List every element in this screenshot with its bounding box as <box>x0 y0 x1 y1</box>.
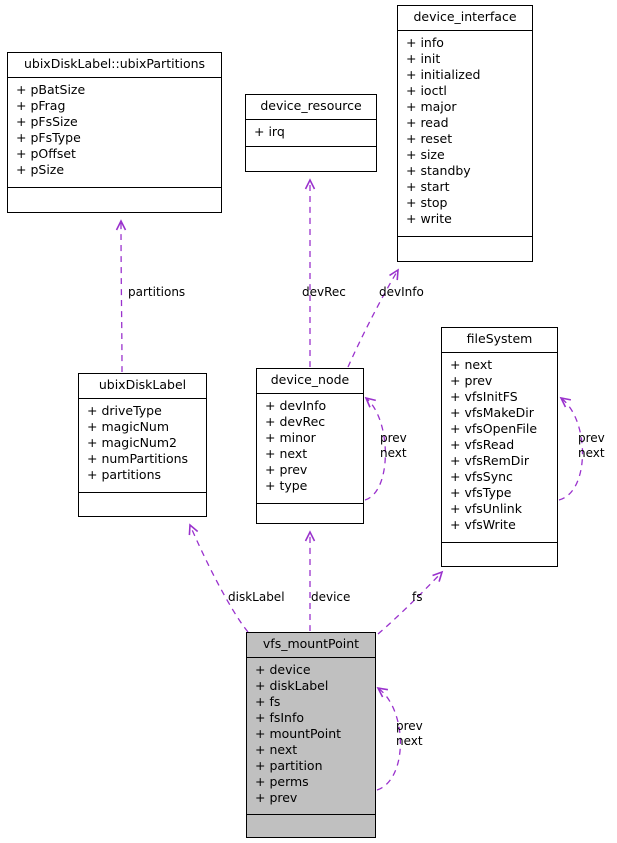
edge-label-device: device <box>311 590 351 604</box>
member-row: + pSize <box>16 161 65 177</box>
member-row: + pFrag <box>16 97 66 113</box>
edge-label-mountpoint-prev: prev <box>396 719 423 733</box>
member-row: + irq <box>254 123 285 139</box>
class-box-device-interface[interactable]: device_interface + info + init + initial… <box>397 5 533 262</box>
member-row: + prev <box>450 372 493 388</box>
member-row: + prev <box>265 461 308 477</box>
member-row: + read <box>406 114 449 130</box>
member-row: + vfsRead <box>450 436 515 452</box>
member-row: + vfsUnlink <box>450 500 522 516</box>
edge-label-device-node-prev: prev <box>380 431 407 445</box>
edge-label-filesystem-next: next <box>578 446 605 460</box>
member-row: + stop <box>406 194 448 210</box>
member-row: + pFsType <box>16 129 81 145</box>
class-box-ubixPartitions[interactable]: ubixDiskLabel::ubixPartitions + pBatSize… <box>7 52 222 213</box>
member-row: + vfsInitFS <box>450 388 518 404</box>
class-members-device-node: + devInfo + devRec + minor + next + prev… <box>257 394 363 504</box>
class-title-device-interface: device_interface <box>398 6 532 31</box>
member-row: + mountPoint <box>255 725 342 741</box>
member-row: + perms <box>255 773 309 789</box>
class-title-device-node: device_node <box>257 369 363 394</box>
class-box-fileSystem[interactable]: fileSystem + next + prev + vfsInitFS + v… <box>441 327 558 567</box>
edge-label-diskLabel: diskLabel <box>228 590 285 604</box>
member-row: + pOffset <box>16 145 76 161</box>
edge-label-devInfo: devInfo <box>379 285 424 299</box>
member-row: + fs <box>255 693 281 709</box>
member-row: + pBatSize <box>16 81 86 97</box>
class-methods-ubixDiskLabel <box>79 493 206 518</box>
member-row: + minor <box>265 429 316 445</box>
edge-label-fs: fs <box>412 590 423 604</box>
member-row: + ioctl <box>406 82 447 98</box>
member-row: + start <box>406 178 450 194</box>
member-row: + partitions <box>87 466 162 482</box>
class-methods-vfs-mountPoint <box>247 815 375 839</box>
class-members-ubixDiskLabel: + driveType + magicNum + magicNum2 + num… <box>79 399 206 493</box>
class-title-device-resource: device_resource <box>246 95 376 120</box>
member-row: + magicNum2 <box>87 434 177 450</box>
member-row: + partition <box>255 757 323 773</box>
member-row: + vfsType <box>450 484 512 500</box>
member-row: + vfsSync <box>450 468 513 484</box>
member-row: + devInfo <box>265 397 327 413</box>
member-row: + major <box>406 98 457 114</box>
member-row: + next <box>450 356 493 372</box>
class-title-vfs-mountPoint: vfs_mountPoint <box>247 633 375 658</box>
member-row: + numPartitions <box>87 450 189 466</box>
member-row: + vfsRemDir <box>450 452 529 468</box>
member-row: + fsInfo <box>255 709 305 725</box>
member-row: + pFsSize <box>16 113 78 129</box>
edge-label-filesystem-prev: prev <box>578 431 605 445</box>
class-members-fileSystem: + next + prev + vfsInitFS + vfsMakeDir +… <box>442 353 557 543</box>
class-members-vfs-mountPoint: + device + diskLabel + fs + fsInfo + mou… <box>247 658 375 815</box>
class-box-vfs-mountPoint[interactable]: vfs_mountPoint + device + diskLabel + fs… <box>246 632 376 838</box>
edge-label-devRec: devRec <box>302 285 346 299</box>
class-title-fileSystem: fileSystem <box>442 328 557 353</box>
class-title-ubixDiskLabel: ubixDiskLabel <box>79 374 206 399</box>
member-row: + diskLabel <box>255 677 329 693</box>
member-row: + devRec <box>265 413 326 429</box>
class-box-device-node[interactable]: device_node + devInfo + devRec + minor +… <box>256 368 364 524</box>
member-row: + driveType <box>87 402 162 418</box>
edge-label-mountpoint-next: next <box>396 734 423 748</box>
member-row: + size <box>406 146 445 162</box>
class-box-device-resource[interactable]: device_resource + irq <box>245 94 377 172</box>
member-row: + init <box>406 50 441 66</box>
edge-label-partitions: partitions <box>128 285 186 299</box>
class-methods-device-resource <box>246 147 376 169</box>
class-members-ubixPartitions: + pBatSize + pFrag + pFsSize + pFsType +… <box>8 78 221 188</box>
class-members-device-interface: + info + init + initialized + ioctl + ma… <box>398 31 532 237</box>
member-row: + info <box>406 34 444 50</box>
class-members-device-resource: + irq <box>246 120 376 147</box>
edge-fs <box>377 570 444 635</box>
member-row: + vfsWrite <box>450 516 516 532</box>
edge-label-device-node-next: next <box>380 446 407 460</box>
class-methods-device-node <box>257 504 363 525</box>
member-row: + initialized <box>406 66 481 82</box>
member-row: + next <box>265 445 308 461</box>
class-box-ubixDiskLabel[interactable]: ubixDiskLabel + driveType + magicNum + m… <box>78 373 207 517</box>
member-row: + prev <box>255 789 298 805</box>
class-methods-device-interface <box>398 237 532 263</box>
edge-diskLabel <box>188 523 249 633</box>
class-methods-fileSystem <box>442 543 557 567</box>
edge-partitions <box>115 219 127 373</box>
member-row: + reset <box>406 130 453 146</box>
class-title-ubixPartitions: ubixDiskLabel::ubixPartitions <box>8 53 221 78</box>
member-row: + vfsOpenFile <box>450 420 538 436</box>
member-row: + type <box>265 477 308 493</box>
member-row: + device <box>255 661 311 677</box>
member-row: + write <box>406 210 452 226</box>
member-row: + magicNum <box>87 418 170 434</box>
member-row: + standby <box>406 162 471 178</box>
member-row: + vfsMakeDir <box>450 404 534 420</box>
member-row: + next <box>255 741 298 757</box>
class-methods-ubixPartitions <box>8 188 221 210</box>
